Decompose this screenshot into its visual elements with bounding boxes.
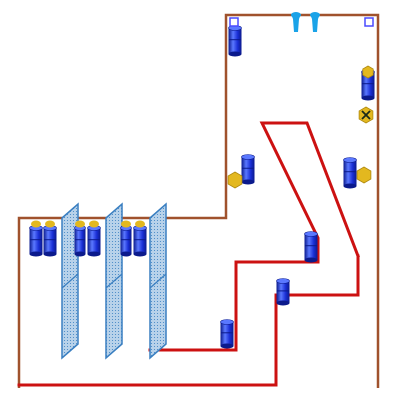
- wall-left-section: [17, 13, 380, 388]
- cylinder-tank-icon: [74, 225, 86, 257]
- cylinder-tank-icon: [276, 278, 290, 306]
- cylinder-tank-icon: [228, 25, 242, 57]
- rack-panel-icon: [61, 202, 79, 360]
- cylinder-tank-icon: [304, 231, 318, 263]
- rack-panels: [61, 202, 167, 360]
- cylinder-tank-icon: [43, 225, 57, 257]
- hexagon-valve-icon: [356, 166, 372, 184]
- rack-panel-icon: [149, 202, 167, 360]
- pipe-zigzag: [148, 121, 360, 352]
- cylinder-tank-icon: [343, 157, 357, 189]
- cylinder-tank-icon: [120, 225, 132, 257]
- cylinder-tank-icon: [87, 225, 101, 257]
- hexagon-valve-icon: [227, 171, 243, 189]
- pipe-network: [17, 121, 360, 387]
- fixture-group: [229, 12, 374, 32]
- tank-group: [29, 25, 375, 349]
- square-marker-icon: [229, 17, 239, 27]
- rack-panel-icon: [105, 202, 123, 360]
- hexagon-valve-icon: [31, 220, 41, 228]
- square-marker-icon: [364, 17, 374, 27]
- x-valve-icon: [358, 106, 374, 124]
- cylinder-tank-icon: [241, 154, 255, 185]
- hexagon-valve-icon: [45, 220, 55, 228]
- pipe-bottom-loop: [17, 254, 360, 387]
- hexagon-valve-icon: [75, 220, 85, 228]
- cylinder-tank-icon: [29, 225, 43, 257]
- cylinder-tank-icon: [220, 319, 234, 349]
- hexagon-valve-icon: [362, 65, 374, 79]
- sprinkler-head-icon: [291, 12, 301, 32]
- cylinder-tank-icon: [133, 225, 147, 257]
- sprinkler-head-icon: [310, 12, 320, 32]
- valve-group: [31, 65, 374, 228]
- hexagon-valve-icon: [121, 220, 131, 228]
- room-outline: [17, 13, 380, 388]
- hexagon-valve-icon: [89, 220, 99, 228]
- hexagon-valve-icon: [135, 220, 145, 228]
